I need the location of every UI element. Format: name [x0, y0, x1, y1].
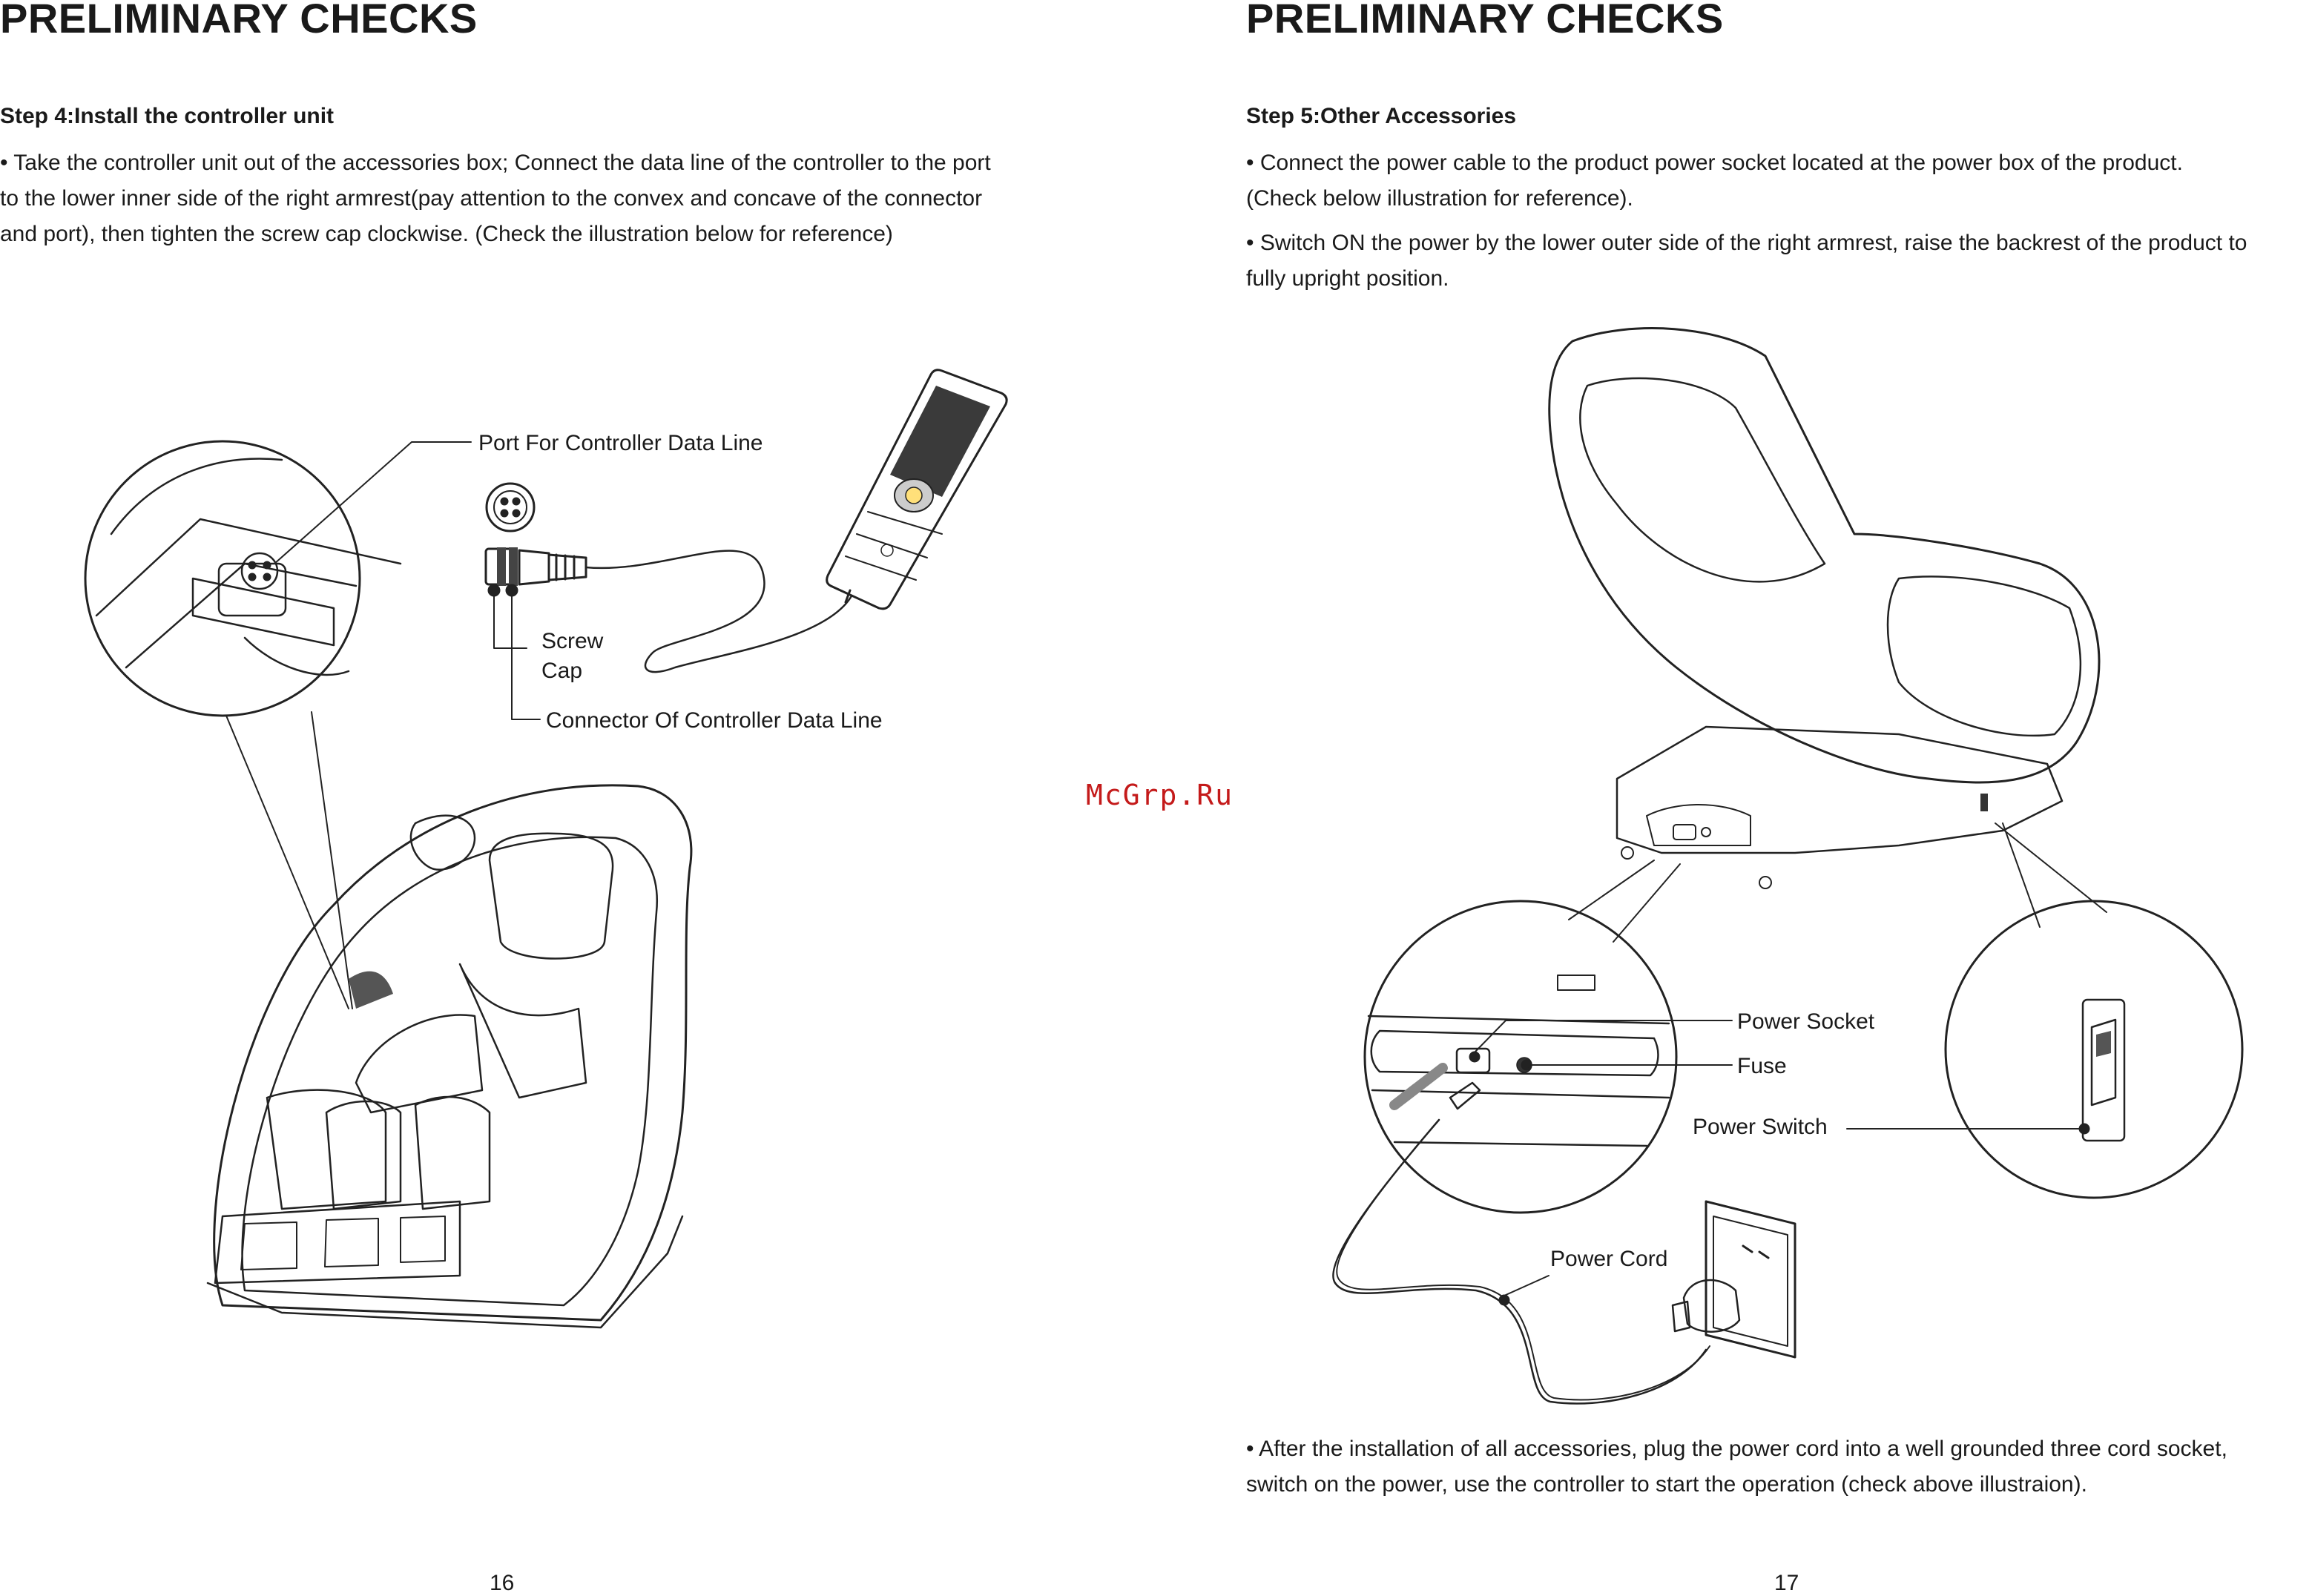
label-cap: Cap: [541, 659, 582, 683]
connector-plug-icon: [484, 547, 854, 673]
armrest-detail-magnifier: [84, 440, 402, 717]
power-socket-marker: [1469, 1051, 1481, 1063]
label-power-cord: Power Cord: [1550, 1247, 1667, 1271]
label-connector: Connector Of Controller Data Line: [546, 708, 883, 733]
right-page: PRELIMINARY CHECKS Step 5:Other Accessor…: [1246, 0, 2312, 1595]
paragraph-line: (Check below illustration for reference)…: [1246, 186, 1633, 211]
label-fuse: Fuse: [1737, 1054, 1787, 1078]
page-number: 17: [1774, 1571, 1799, 1595]
screw-cap-leader: [493, 595, 527, 649]
step-paragraph: • Switch ON the power by the lower outer…: [1246, 225, 2312, 297]
magnifier-cone: [225, 711, 353, 1009]
power-socket-magnifier: [1363, 900, 1678, 1214]
power-switch-magnifier: [1944, 900, 2244, 1199]
power-switch-marker: [2078, 1123, 2090, 1135]
connector-leader: [511, 595, 541, 720]
label-power-socket: Power Socket: [1737, 1009, 1875, 1034]
paragraph-line: • Switch ON the power by the lower outer…: [1246, 231, 2247, 255]
switch-magnifier-leader: [1995, 822, 2107, 928]
power-cord-illustration: [1332, 1118, 1710, 1405]
page-heading: PRELIMINARY CHECKS: [0, 0, 478, 42]
port-leader-line: [274, 441, 472, 564]
label-power-switch: Power Switch: [1693, 1115, 1828, 1139]
paragraph-line: fully upright position.: [1246, 266, 1449, 291]
pod-chair-illustration: [1548, 327, 2101, 889]
power-socket-leader: [1474, 1020, 1733, 1053]
paragraph-line: • Connect the power cable to the product…: [1246, 151, 2183, 175]
socket-magnifier-leader: [1568, 860, 1681, 943]
paragraph-line: to the lower inner side of the right arm…: [0, 186, 983, 211]
paragraph-line: • Take the controller unit out of the ac…: [0, 151, 991, 175]
page-number: 16: [490, 1571, 515, 1595]
step-paragraph: • Take the controller unit out of the ac…: [0, 145, 1090, 252]
screw-cap-marker: [487, 584, 501, 597]
massage-chair-illustration: [206, 784, 693, 1329]
paragraph-line: switch on the power, use the controller …: [1246, 1472, 2087, 1497]
step-title: Step 5:Other Accessories: [1246, 104, 1517, 128]
label-port: Port For Controller Data Line: [478, 431, 763, 455]
paragraph-line: • After the installation of all accessor…: [1246, 1437, 2227, 1461]
wall-outlet-icon: [1671, 1200, 1796, 1359]
handheld-controller-icon: [826, 369, 1008, 610]
port-front-icon: [485, 482, 536, 532]
port-icon: [240, 552, 279, 590]
power-cord-leader: [1504, 1275, 1549, 1296]
connector-marker: [505, 584, 518, 597]
label-screw: Screw: [541, 629, 604, 653]
step-paragraph: • After the installation of all accessor…: [1246, 1431, 2312, 1503]
step-paragraph: • Connect the power cable to the product…: [1246, 145, 2312, 217]
page-heading: PRELIMINARY CHECKS: [1246, 0, 1724, 42]
fuse-marker: [1521, 1059, 1532, 1071]
paragraph-line: and port), then tighten the screw cap cl…: [0, 222, 893, 246]
watermark: McGrp.Ru: [1086, 779, 1234, 811]
power-cord-marker: [1498, 1294, 1510, 1306]
step-title: Step 4:Install the controller unit: [0, 104, 335, 128]
left-page: PRELIMINARY CHECKS Step 4:Install the co…: [0, 0, 1113, 1595]
